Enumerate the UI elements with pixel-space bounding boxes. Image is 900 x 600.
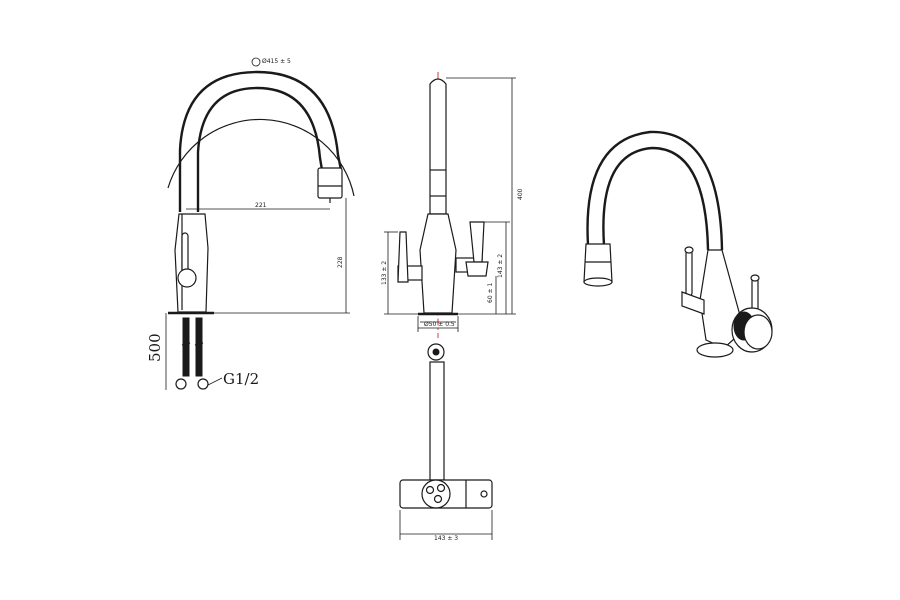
top-mixer bbox=[421, 479, 451, 509]
base-to-lever-dim: 133 ± 2 bbox=[381, 261, 388, 285]
isometric-view bbox=[583, 130, 773, 358]
thread-label: G1/2 bbox=[223, 370, 259, 388]
iso-base bbox=[696, 342, 734, 358]
arc-diameter-dim: Ø415 ± 5 bbox=[262, 58, 291, 65]
top-view: 143 ± 3 bbox=[399, 343, 493, 542]
left-lever bbox=[397, 231, 409, 283]
base-height-dim: 60 ± 1 bbox=[487, 283, 494, 303]
lever-height-dim: 143 ± 2 bbox=[497, 254, 504, 278]
hose-length-dim: 500 bbox=[146, 333, 164, 362]
iso-aerator bbox=[583, 243, 613, 283]
faucet-body bbox=[174, 213, 209, 313]
side-view: 221 228 Ø415 ± 5 500 G1/2 bbox=[146, 57, 355, 390]
hose-right bbox=[195, 317, 203, 377]
hose-left bbox=[182, 317, 190, 377]
total-height-dim: 400 bbox=[517, 188, 524, 200]
spout-outer bbox=[178, 70, 343, 212]
base-diameter-dim: Ø50 ± 0.5 bbox=[424, 321, 455, 328]
iso-spout-inner bbox=[602, 146, 710, 251]
right-lever bbox=[469, 221, 485, 263]
top-spout-arm bbox=[429, 361, 445, 481]
front-body bbox=[419, 213, 457, 314]
iso-left-lever bbox=[685, 249, 693, 297]
iso-spout-outer bbox=[586, 130, 724, 251]
aerator-head bbox=[317, 167, 343, 199]
spout-height-dim: 228 bbox=[337, 256, 344, 268]
spout-inner bbox=[196, 86, 324, 212]
side-lever-knob bbox=[177, 268, 197, 288]
top-width-dim: 143 ± 3 bbox=[434, 535, 458, 542]
front-spout bbox=[429, 78, 447, 215]
reach-dim: 221 bbox=[255, 202, 267, 209]
front-view: 400 143 ± 2 60 ± 1 133 ± 2 Ø50 ± 0.5 bbox=[381, 72, 524, 338]
